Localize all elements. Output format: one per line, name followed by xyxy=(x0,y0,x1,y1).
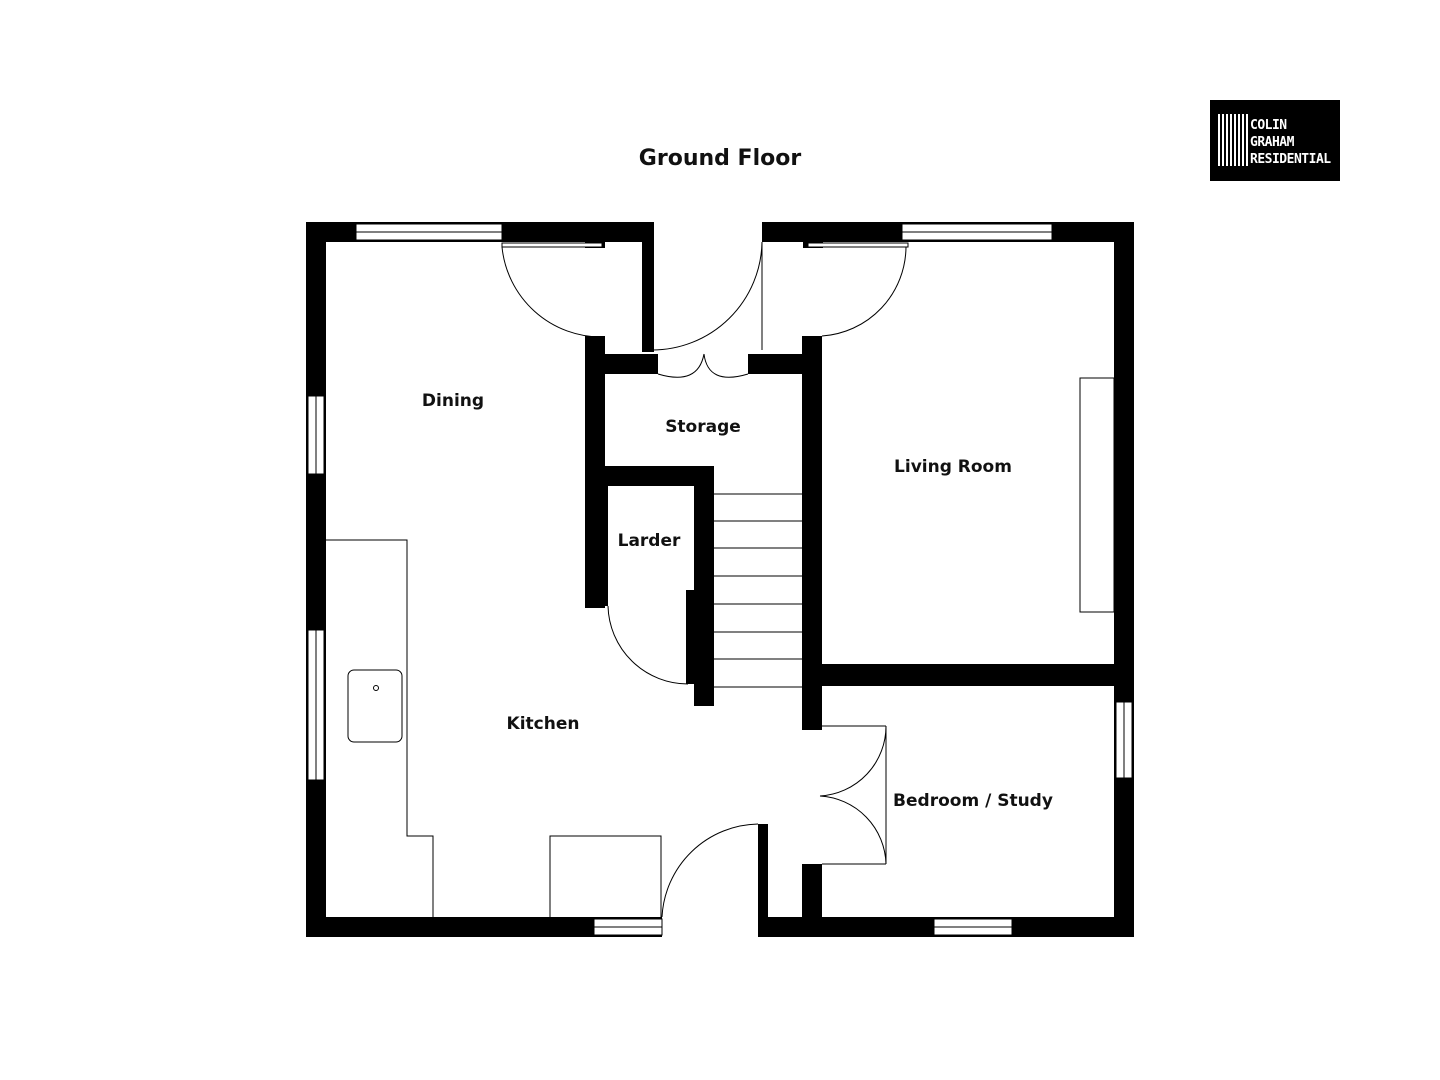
logo-line-2: GRAHAM xyxy=(1250,135,1295,150)
walls xyxy=(306,222,1134,937)
room-label-larder: Larder xyxy=(618,531,681,551)
room-label-storage: Storage xyxy=(665,417,741,437)
fixtures xyxy=(326,377,1115,917)
staircase xyxy=(714,493,802,688)
room-label-living-room: Living Room xyxy=(894,457,1012,477)
room-label-dining: Dining xyxy=(422,391,484,411)
room-label-kitchen: Kitchen xyxy=(507,714,580,734)
logo-line-1: COLIN xyxy=(1250,118,1287,133)
windows xyxy=(307,223,1133,936)
sink-icon xyxy=(347,669,403,743)
room-label-bedroom-study: Bedroom / Study xyxy=(893,791,1053,811)
floor-title: Ground Floor xyxy=(639,146,802,171)
company-logo: COLIN GRAHAM RESIDENTIAL xyxy=(1210,100,1340,181)
logo-line-3: RESIDENTIAL xyxy=(1250,152,1331,167)
doors xyxy=(501,241,909,918)
